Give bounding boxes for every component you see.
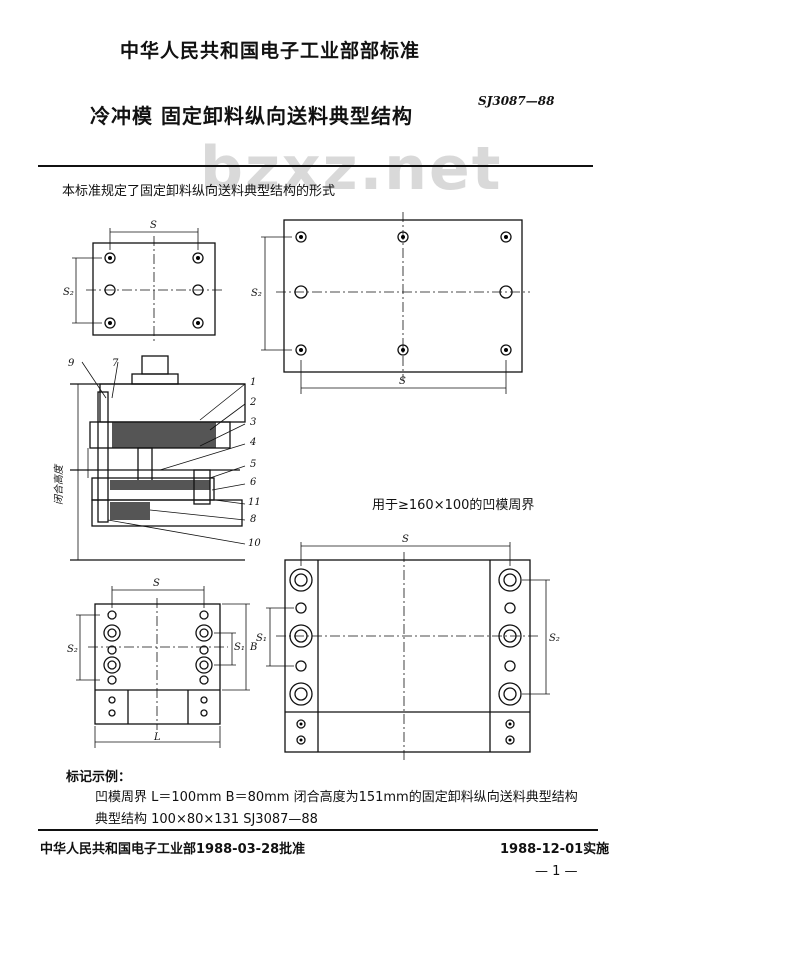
document-title: 冷冲模 固定卸料纵向送料典型结构 [90,104,413,128]
approval-note: 中华人民共和国电子工业部1988-03-28批准 [40,842,306,857]
part-number: 8 [250,514,256,525]
header-organization: 中华人民共和国电子工业部部标准 [120,40,421,62]
bottom-rule [38,829,598,831]
part-number: 9 [68,358,75,369]
dim-l-bottom-small: L [153,732,161,743]
marking-example-line-2: 典型结构 100×80×131 SJ3087—88 [95,812,318,827]
part-number: 7 [112,358,119,369]
page-number: — 1 — [535,864,578,879]
dim-s2-bottom-large: S₂ [549,633,560,644]
small-plate-top-view [72,228,222,342]
part-number: 11 [248,497,261,508]
dim-s2-bottom-small: S₂ [67,644,78,655]
die-section-view [70,355,246,561]
standard-code: SJ3087—88 [478,94,555,108]
dim-s-large: S [399,376,406,387]
dim-s1-bottom-large: S₁ [256,633,267,644]
dim-s-bottom-small: S [153,578,160,589]
watermark: bzxz.net [200,134,503,204]
large-plate-top-view [261,212,530,394]
dim-b-bottom-small: B [249,642,257,653]
part-number: 1 [250,377,256,388]
part-number: 2 [249,397,256,408]
dim-s-small: S [150,220,157,231]
part-number: 5 [250,459,256,470]
large-die-note: 用于≥160×100的凹模周界 [372,498,535,513]
marking-example-heading: 标记示例： [66,770,132,785]
implementation-date: 1988-12-01实施 [500,842,610,857]
part-number: 10 [248,538,261,549]
small-die-plan-view [76,586,250,748]
dim-s-bottom-large: S [402,534,409,545]
dim-s2-small: S₂ [63,287,74,298]
part-number: 6 [250,477,257,488]
part-number: 3 [250,417,256,428]
part-number: 4 [249,437,256,448]
marking-example-line-1: 凹模周界 L＝100mm B＝80mm 闭合高度为151mm的固定卸料纵向送料典… [95,790,578,805]
large-die-plan-view [266,542,550,760]
hole-mark [104,252,204,329]
intro-text: 本标准规定了固定卸料纵向送料典型结构的形式 [62,184,336,199]
top-rule [38,165,593,167]
dim-s1-bottom-small: S₁ [234,642,245,653]
dim-s2-large: S₂ [251,288,262,299]
side-label-closed-height: 闭合高度 [53,463,65,505]
